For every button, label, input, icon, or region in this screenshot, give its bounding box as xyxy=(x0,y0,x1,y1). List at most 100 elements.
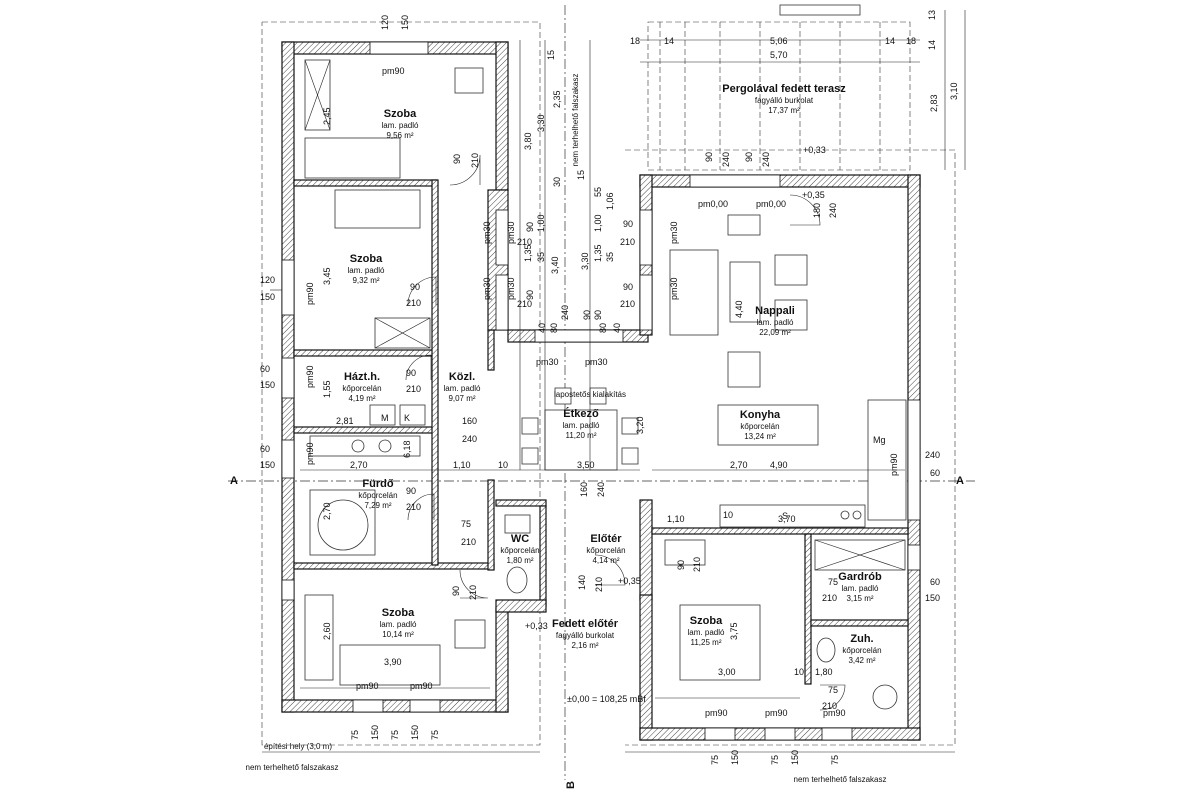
dim-pm30-8: pm30 xyxy=(506,277,516,300)
dim-d-13: 13 xyxy=(927,10,937,20)
dim-door-75b: 75 xyxy=(828,577,838,587)
dim-d-60r2: 60 xyxy=(930,577,940,587)
dim-d-370: 3,70 xyxy=(778,514,796,524)
room-szoba2-floor: lam. padló xyxy=(348,266,385,275)
room-szoba3-name: Szoba xyxy=(382,607,415,619)
dim-v-235: 2,35 xyxy=(552,90,562,108)
dim-pm90-3: pm90 xyxy=(305,365,315,388)
dim-door-210i: 210 xyxy=(822,593,837,603)
dim-d-60l2: 60 xyxy=(260,444,270,454)
note-k-label: K xyxy=(404,413,410,423)
dim-d-150t: 150 xyxy=(400,15,410,30)
dim-w40b: 40 xyxy=(612,323,622,333)
dim-door-90b: 90 xyxy=(410,282,420,292)
dim-v-15b: 15 xyxy=(576,170,586,180)
dim-d-350: 3,50 xyxy=(577,460,595,470)
room-nappali-area: 22,09 m² xyxy=(759,328,791,337)
dim-v-35b: 35 xyxy=(605,252,615,262)
room-szoba2-area: 9,32 m² xyxy=(352,276,379,285)
dim-b150-2: 150 xyxy=(410,725,420,740)
dim-pm90-9: pm90 xyxy=(823,708,846,718)
dim-d-240c: 240 xyxy=(462,434,477,444)
dim-v-340: 3,40 xyxy=(550,256,560,274)
note-nem-terhelheto-b2: nem terhelhető falszakasz xyxy=(794,775,887,784)
dim-d-14a: 14 xyxy=(664,36,674,46)
room-nappali-name: Nappali xyxy=(755,305,795,317)
note-elevation: ±0,00 = 108,25 mBf xyxy=(567,694,646,704)
dim-door-210a: 210 xyxy=(470,153,480,168)
dim-door-210b: 210 xyxy=(406,298,421,308)
dim-v-55: 55 xyxy=(593,187,603,197)
dim-b75-6: 75 xyxy=(830,755,840,765)
room-gardrob-name: Gardrób xyxy=(838,571,882,583)
note-lvl-nappali: +0,35 xyxy=(802,190,825,200)
room-szoba4-floor: lam. padló xyxy=(688,628,725,637)
dim-door-240n: 240 xyxy=(828,203,838,218)
room-eloter-floor: kőporcelán xyxy=(586,546,625,555)
dim-v-100a: 1,00 xyxy=(536,214,546,232)
room-eloter-area: 4,14 m² xyxy=(592,556,619,565)
dim-pm90-8: pm90 xyxy=(765,708,788,718)
dim-v-245: 2,45 xyxy=(322,107,332,125)
dim-w210-4: 210 xyxy=(620,299,635,309)
dim-w80a: 80 xyxy=(549,323,559,333)
dim-door-240: 240 xyxy=(596,482,606,497)
dim-d-14b: 14 xyxy=(885,36,895,46)
dim-pm90-7: pm90 xyxy=(705,708,728,718)
dim-w240a: 240 xyxy=(560,305,570,320)
dim-w90c: 90 xyxy=(582,310,592,320)
room-etkezo-name: Étkező xyxy=(563,407,599,420)
room-szoba1-floor: lam. padló xyxy=(382,121,419,130)
note-nem-terhelheto-top: nem terhelhető falszakasz xyxy=(571,74,580,167)
note-s-label: S xyxy=(782,511,788,521)
dim-pm90-10: pm90 xyxy=(889,453,899,476)
dim-door-240t2: 240 xyxy=(761,152,771,167)
room-zuh-name: Zuh. xyxy=(850,633,873,645)
dim-door-210d: 210 xyxy=(406,502,421,512)
note-epitesi-hely: építési hely (3,0 m) xyxy=(264,742,332,751)
dim-b75-5: 75 xyxy=(770,755,780,765)
dim-w90-1: 90 xyxy=(525,222,535,232)
dim-b75-1: 75 xyxy=(350,730,360,740)
dim-d-390: 3,90 xyxy=(384,657,402,667)
dim-v-330: 3,30 xyxy=(536,114,546,132)
dim-pm30-1: pm30 xyxy=(482,221,492,244)
dim-v-15a: 15 xyxy=(546,50,556,60)
dim-pm30-6: pm30 xyxy=(585,357,608,367)
room-szoba1-name: Szoba xyxy=(384,108,417,120)
room-zuh-floor: kőporcelán xyxy=(842,646,881,655)
dim-v-155: 1,55 xyxy=(322,380,332,398)
dim-pm30-3: pm30 xyxy=(669,221,679,244)
dim-door-210f: 210 xyxy=(468,585,478,600)
dim-pm30-2: pm30 xyxy=(482,277,492,300)
room-nappali-floor: lam. padló xyxy=(757,318,794,327)
dim-d-150r2: 150 xyxy=(925,593,940,603)
room-wc-area: 1,80 m² xyxy=(506,556,533,565)
dim-b150-1: 150 xyxy=(370,725,380,740)
dim-v-375: 3,75 xyxy=(729,622,739,640)
dim-door-90e: 90 xyxy=(451,586,461,596)
furniture xyxy=(304,59,907,711)
room-szoba4-name: Szoba xyxy=(690,615,723,627)
dim-d-180: 1,80 xyxy=(815,667,833,677)
room-szoba4-area: 11,25 m² xyxy=(691,638,722,647)
dim-w210-1: 210 xyxy=(517,237,532,247)
note-lvl-eloter: +0,35 xyxy=(618,576,641,586)
dim-door-210h: 210 xyxy=(594,577,604,592)
room-kozl-floor: lam. padló xyxy=(444,384,481,393)
note-m-label: M xyxy=(381,413,389,423)
room-fedett_eloter-area: 2,16 m² xyxy=(571,641,598,650)
dim-door-90g: 90 xyxy=(676,560,686,570)
dim-door-90d: 90 xyxy=(406,486,416,496)
dim-v-618: 6,18 xyxy=(402,440,412,458)
room-fedett_eloter-name: Fedett előtér xyxy=(552,618,619,630)
dim-d-110b: 1,10 xyxy=(667,514,685,524)
dim-d-120l: 120 xyxy=(260,275,275,285)
room-kozl-name: Közl. xyxy=(449,371,475,383)
dim-d-490: 4,90 xyxy=(770,460,788,470)
dim-d-60r: 60 xyxy=(930,468,940,478)
dim-w40a: 40 xyxy=(537,323,547,333)
dim-d-270: 2,70 xyxy=(350,460,368,470)
dim-v-440: 4,40 xyxy=(734,300,744,318)
